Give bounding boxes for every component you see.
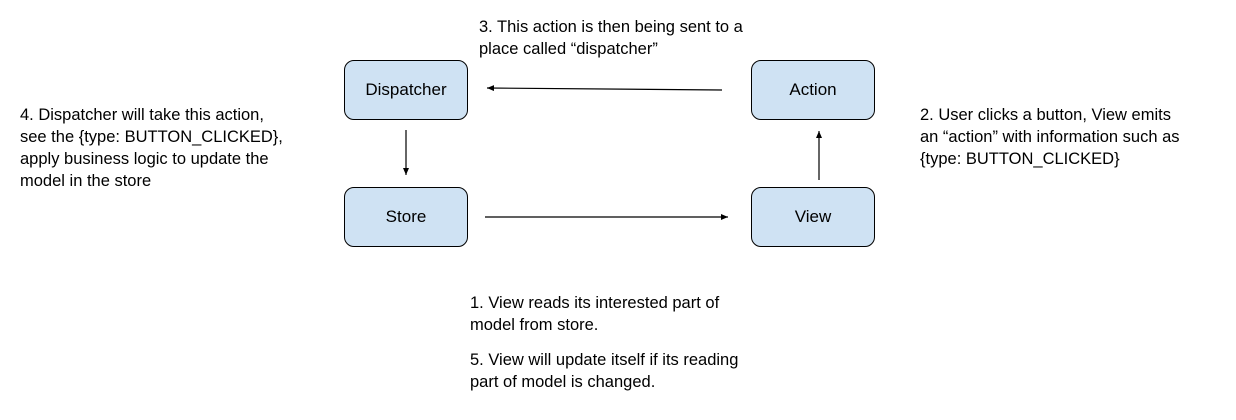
view-node: View [751, 187, 875, 247]
action-label: Action [789, 80, 837, 99]
step-3-note: 3. This action is then being sent to a p… [479, 16, 743, 60]
note-line: 4. Dispatcher will take this action, [20, 106, 264, 124]
step-1-note: 1. View reads its interested part of mod… [470, 292, 719, 336]
store-node: Store [344, 187, 468, 247]
note-line: place called “dispatcher” [479, 40, 658, 58]
step-4-note: 4. Dispatcher will take this action, see… [20, 104, 283, 192]
note-line: 2. User clicks a button, View emits [920, 106, 1171, 124]
note-line: see the {type: BUTTON_CLICKED}, [20, 128, 283, 146]
store-label: Store [385, 207, 427, 226]
note-line: 1. View reads its interested part of [470, 294, 720, 312]
action-node: Action [751, 60, 875, 120]
view-label: View [794, 207, 832, 226]
note-line: an “action” with information such as [920, 128, 1180, 146]
note-line: part of model is changed. [470, 373, 656, 391]
note-line: apply business logic to update the [20, 150, 269, 168]
note-line: {type: BUTTON_CLICKED} [920, 150, 1120, 168]
note-line: 3. This action is then being sent to a [479, 18, 743, 36]
dispatcher-node: Dispatcher [344, 60, 468, 120]
dispatcher-label: Dispatcher [365, 80, 447, 99]
note-line: 5. View will update itself if its readin… [470, 351, 739, 369]
arrow-action-to-dispatcher [486, 85, 723, 92]
note-line: model in the store [20, 172, 152, 190]
step-2-note: 2. User clicks a button, View emits an “… [920, 104, 1180, 170]
step-5-note: 5. View will update itself if its readin… [470, 349, 738, 393]
note-line: model from store. [470, 316, 599, 334]
